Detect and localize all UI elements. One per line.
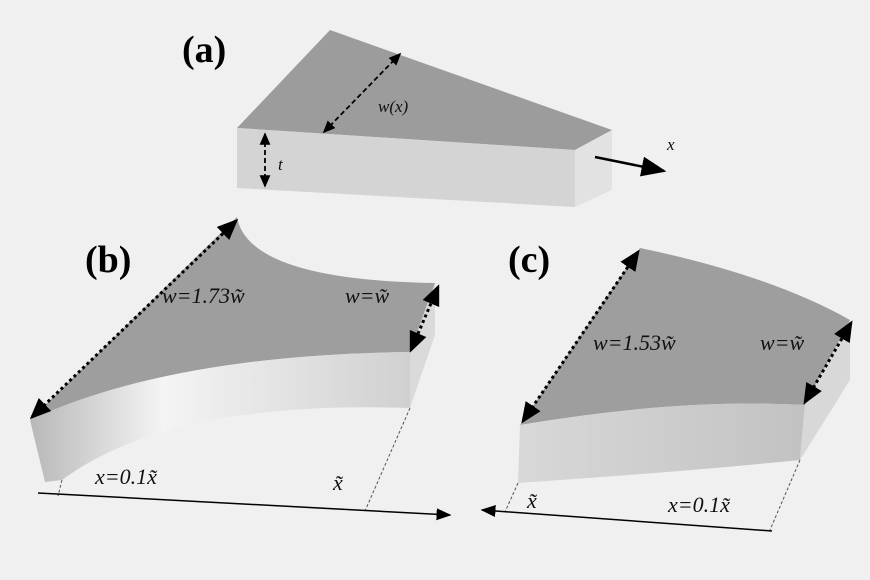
panel-a-label: (a) bbox=[182, 29, 226, 71]
block-side-face bbox=[575, 130, 612, 207]
projection-line bbox=[504, 482, 519, 513]
wide-width-arrow bbox=[521, 249, 640, 424]
thickness-label: t bbox=[278, 155, 284, 174]
width-label: w(x) bbox=[378, 97, 409, 116]
panel-c-label: (c) bbox=[508, 239, 550, 281]
panel-a: (a) w(x) t x bbox=[182, 29, 675, 207]
width-dimension-arrow bbox=[322, 52, 402, 134]
wide-width-label: w=1.53w̃ bbox=[593, 330, 676, 355]
end-position-label: x=0.1x̃ bbox=[667, 492, 731, 517]
panel-b-label: (b) bbox=[85, 239, 131, 281]
narrow-width-label: w=w̃ bbox=[345, 283, 390, 308]
x-axis-b bbox=[37, 492, 452, 521]
panel-b: (b) w=1.73w̃ w=w̃ x=0.1x̃ x̃ bbox=[29, 217, 452, 521]
wide-width-label: w=1.73w̃ bbox=[162, 283, 245, 308]
block-front-face bbox=[237, 128, 575, 207]
x-axis-label: x bbox=[666, 135, 675, 154]
projection-line bbox=[364, 407, 411, 512]
wide-width-arrow bbox=[29, 218, 239, 420]
projection-line bbox=[769, 459, 801, 531]
start-position-label: x̃ bbox=[526, 488, 537, 513]
end-position-label: x̃ bbox=[332, 470, 343, 495]
x-axis-c bbox=[480, 504, 773, 532]
narrow-width-label: w=w̃ bbox=[760, 330, 805, 355]
x-axis-arrow bbox=[594, 155, 667, 177]
start-position-label: x=0.1x̃ bbox=[94, 464, 158, 489]
panel-c: (c) w=1.53w̃ w=w̃ x̃ x=0.1x̃ bbox=[480, 239, 853, 532]
projection-line bbox=[57, 479, 63, 497]
